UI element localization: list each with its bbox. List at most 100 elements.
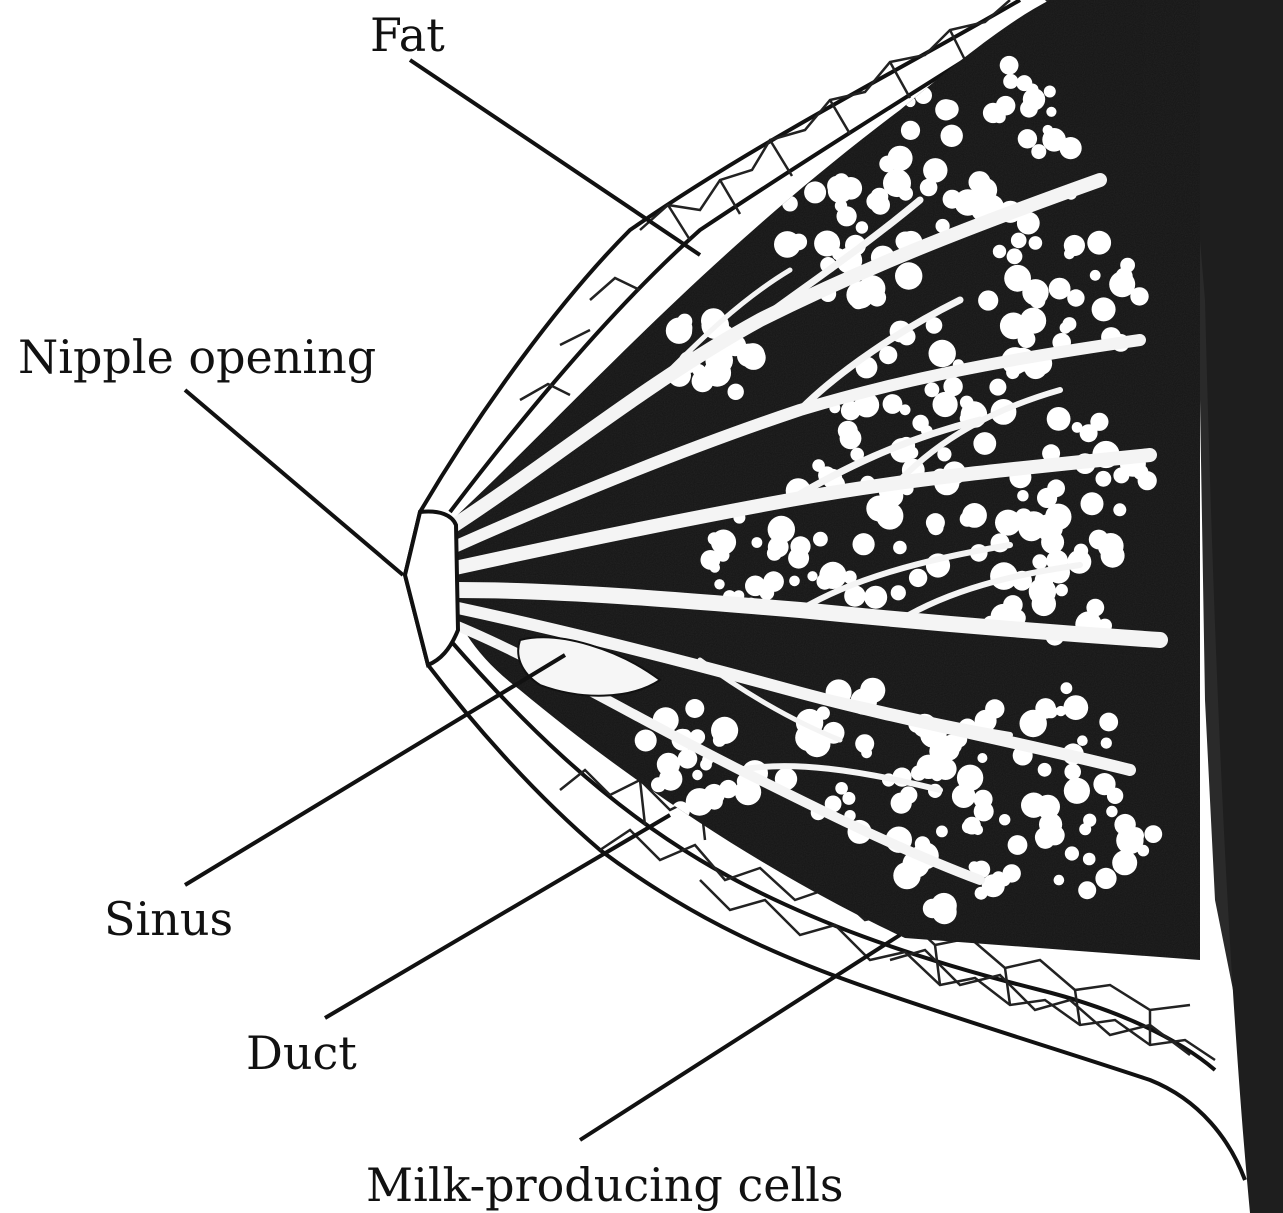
lobule-cell	[1023, 88, 1045, 110]
lobule-cell	[1064, 248, 1075, 259]
lobule-cell	[711, 530, 736, 555]
lobule-cell	[1007, 248, 1023, 264]
lobule-cell	[706, 793, 723, 810]
lobule-cell	[895, 262, 922, 289]
lobule-cell	[763, 571, 784, 592]
leader-line-milk-producing-cells	[580, 935, 900, 1140]
lobule-cell	[926, 513, 945, 532]
lobule-cell	[962, 503, 987, 528]
lobule-cell	[745, 576, 766, 597]
lobule-cell	[977, 753, 987, 763]
lobule-cell	[1074, 544, 1088, 558]
lobule-cell	[1120, 258, 1135, 273]
lobule-cell	[710, 562, 720, 572]
lobule-cell	[952, 784, 976, 808]
lobule-cell	[1032, 554, 1047, 569]
lobule-cell	[1112, 850, 1137, 875]
lobule-cell	[791, 234, 808, 251]
lobule-cell	[1029, 236, 1043, 250]
lobule-cell	[835, 200, 847, 212]
lobule-cell	[1096, 471, 1112, 487]
lobule-cell	[1090, 270, 1101, 281]
lobule-cell	[1000, 56, 1019, 75]
lobule-cell	[853, 533, 875, 555]
lobule-cell	[1030, 293, 1046, 309]
lobule-cell	[887, 146, 912, 171]
lobule-cell	[1031, 144, 1046, 159]
lobule-cell	[1011, 233, 1027, 249]
lobule-cell	[993, 245, 1006, 258]
lobule-cell	[941, 125, 963, 147]
lobule-cell	[864, 586, 887, 609]
lobule-cell	[685, 699, 704, 718]
lobule-cell	[855, 734, 874, 753]
label-nipple-opening: Nipple opening	[18, 334, 376, 380]
lobule-cell	[1003, 74, 1018, 89]
lobule-cell	[909, 569, 927, 587]
lobule-cell	[883, 394, 903, 414]
lobule-cell	[1031, 712, 1046, 727]
lobule-cell	[1043, 125, 1053, 135]
lobule-cell	[893, 541, 907, 555]
leader-line-duct	[325, 815, 670, 1018]
lobule-cell	[827, 176, 847, 196]
lobule-cell	[1064, 764, 1081, 781]
lobule-cell	[807, 571, 817, 581]
lobule-cell	[1017, 490, 1028, 501]
lobule-cell	[819, 562, 846, 589]
lobule-cell	[1061, 682, 1073, 694]
lobule-cell	[1041, 531, 1064, 554]
lobule-cell	[1116, 827, 1143, 854]
lobule-cell	[703, 359, 731, 387]
lobule-cell	[719, 780, 737, 798]
lobule-cell	[936, 826, 948, 838]
lobule-cell	[789, 576, 800, 587]
lobule-cell	[1077, 735, 1088, 746]
lobule-cell	[943, 190, 962, 209]
lobule-cell	[1101, 738, 1112, 749]
lobule-cell	[1049, 278, 1071, 300]
lobule-cell	[1046, 107, 1056, 117]
lobule-cell	[1113, 503, 1126, 516]
lobule-cell	[923, 899, 942, 918]
lobule-cell	[995, 510, 1021, 536]
lobule-cell	[741, 343, 765, 367]
nipple	[405, 512, 458, 665]
lobule-cell	[901, 121, 920, 140]
lobule-cell	[1098, 533, 1124, 559]
lobule-cell	[871, 195, 890, 214]
lobule-cell	[973, 432, 996, 455]
lobule-cell	[1038, 763, 1052, 777]
lobule-cell	[943, 377, 962, 396]
lobule-cell	[838, 421, 858, 441]
lobule-cell	[876, 502, 903, 529]
lobule-cell	[692, 770, 702, 780]
lobule-cell	[790, 536, 810, 556]
lobule-cell	[906, 447, 918, 459]
label-sinus: Sinus	[104, 896, 233, 942]
lobule-cell	[714, 579, 724, 589]
lobule-cell	[891, 585, 906, 600]
lobule-cell	[1018, 515, 1044, 541]
lobule-cell	[804, 181, 826, 203]
lobule-cell	[659, 767, 682, 790]
lobule-cell	[767, 546, 782, 561]
lobule-cell	[1065, 846, 1079, 860]
lobule-cell	[782, 196, 798, 212]
lobule-cell	[996, 96, 1016, 116]
leader-line-sinus	[185, 655, 565, 885]
lobule-cell	[1018, 129, 1037, 148]
lobule-cell	[985, 699, 1004, 718]
lobule-cell	[969, 171, 991, 193]
label-milk-producing-cells: Milk-producing cells	[366, 1162, 844, 1208]
lobule-cell	[941, 907, 955, 921]
lobule-cell	[1036, 830, 1055, 849]
lobule-cell	[998, 874, 1011, 887]
lobule-cell	[1092, 297, 1116, 321]
leader-line-nipple-opening	[185, 390, 403, 575]
lobule-cell	[929, 340, 956, 367]
lobule-cell	[851, 294, 866, 309]
leader-line-fat	[410, 60, 700, 255]
lobule-cell	[891, 793, 912, 814]
lobule-cell	[635, 730, 657, 752]
